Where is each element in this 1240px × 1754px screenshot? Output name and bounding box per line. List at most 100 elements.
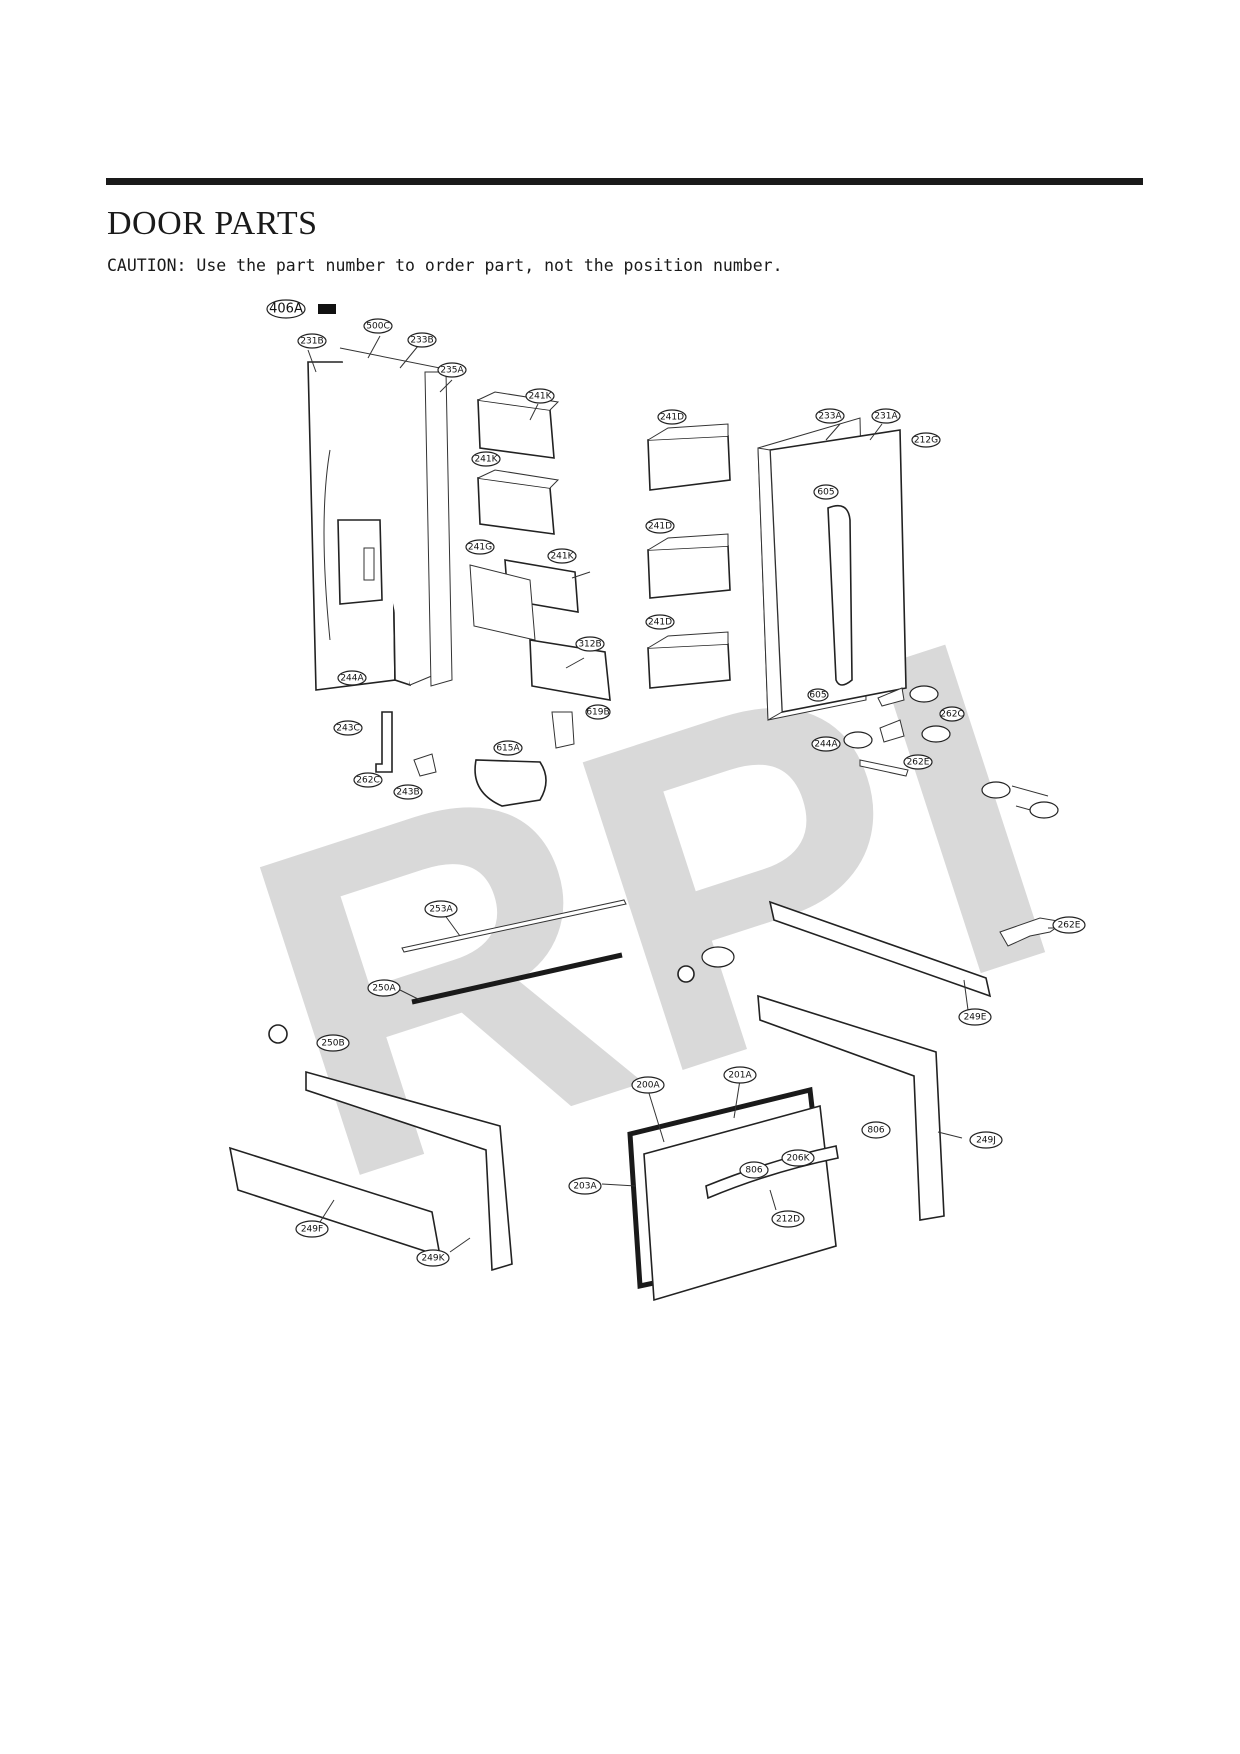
door-bins-left: [469, 391, 611, 701]
callout-241D-3: 241D: [645, 614, 675, 630]
callout-235A: 235A: [437, 362, 467, 378]
svg-text:605: 605: [809, 691, 826, 701]
svg-text:806: 806: [867, 1126, 884, 1136]
callout-249K: 249K: [416, 1249, 450, 1267]
drawer-rails: [401, 899, 1066, 1005]
callout-806-left: 806: [739, 1161, 769, 1179]
svg-text:200A: 200A: [636, 1081, 660, 1091]
callout-blank-4: [981, 781, 1011, 799]
svg-text:249E: 249E: [964, 1013, 987, 1023]
svg-text:406A: 406A: [269, 302, 303, 317]
callout-blank-2: [843, 731, 873, 749]
svg-text:249K: 249K: [421, 1254, 445, 1264]
svg-text:243C: 243C: [336, 724, 359, 734]
callout-250B: 250B: [316, 1034, 350, 1052]
svg-text:231B: 231B: [300, 337, 323, 347]
svg-text:250A: 250A: [372, 984, 396, 994]
svg-text:233A: 233A: [818, 412, 842, 422]
callout-243C: 243C: [333, 720, 363, 736]
svg-text:203A: 203A: [573, 1182, 597, 1192]
svg-text:806: 806: [745, 1166, 762, 1176]
callout-241D-1: 241D: [657, 409, 687, 425]
callout-203A: 203A: [568, 1177, 602, 1195]
callout-262C-left: 262C: [353, 772, 383, 788]
callout-blank-1: [909, 685, 939, 703]
callout-blank-5: [1029, 801, 1059, 819]
hinge-parts: [375, 687, 1053, 817]
svg-text:615A: 615A: [496, 744, 520, 754]
callout-619B: 619B: [585, 704, 611, 720]
svg-text:250B: 250B: [321, 1039, 344, 1049]
callout-806-right: 806: [861, 1121, 891, 1139]
callout-241K-3: 241K: [547, 548, 577, 564]
callout-262C-right: 262C: [939, 706, 965, 722]
svg-text:619B: 619B: [586, 708, 609, 718]
svg-text:262C: 262C: [356, 776, 379, 786]
svg-text:253A: 253A: [429, 905, 453, 915]
callout-262E: 262E: [1052, 916, 1086, 934]
callout-241G: 241G: [465, 539, 495, 555]
callout-241K-1: 241K: [525, 388, 555, 404]
callout-241K-2: 241K: [471, 451, 501, 467]
callout-212D: 212D: [771, 1210, 805, 1228]
caution-note: CAUTION: Use the part number to order pa…: [107, 256, 783, 275]
callout-244A-left: 244A: [337, 670, 367, 686]
callout-253A: 253A: [424, 900, 458, 918]
svg-text:231A: 231A: [874, 412, 898, 422]
callout-243B: 243B: [393, 784, 423, 800]
callout-231B: 231B: [297, 333, 327, 349]
callout-249E: 249E: [958, 1008, 992, 1026]
svg-text:262C: 262C: [940, 710, 963, 720]
right-door-assembly: [757, 417, 907, 721]
svg-text:312B: 312B: [578, 640, 601, 650]
callout-201A: 201A: [723, 1066, 757, 1084]
callout-212G: 212G: [911, 432, 941, 448]
svg-text:212G: 212G: [914, 436, 938, 446]
svg-text:212D: 212D: [776, 1215, 800, 1225]
callout-blank-3: [921, 725, 951, 743]
svg-text:241G: 241G: [468, 543, 492, 553]
svg-text:241D: 241D: [648, 618, 672, 628]
callout-244A-right: 244A: [811, 736, 841, 752]
callout-241D-2: 241D: [645, 518, 675, 534]
callout-312B: 312B: [575, 636, 605, 652]
svg-text:241D: 241D: [648, 522, 672, 532]
svg-text:249J: 249J: [976, 1136, 996, 1146]
callout-249F: 249F: [295, 1220, 329, 1238]
svg-text:241D: 241D: [660, 413, 684, 423]
svg-text:241K: 241K: [528, 392, 552, 402]
svg-text:262E: 262E: [907, 758, 930, 768]
svg-text:201A: 201A: [728, 1071, 752, 1081]
callout-500C: 500C: [363, 318, 393, 334]
callout-blank-6: [701, 946, 735, 968]
header-rule: [106, 178, 1143, 185]
svg-text:262E: 262E: [1058, 921, 1081, 931]
gears: [268, 965, 695, 1044]
callout-200A: 200A: [631, 1076, 665, 1094]
callout-262E-small: 262E: [903, 754, 933, 770]
leader-lines: [307, 335, 1062, 1253]
callout-250A: 250A: [367, 979, 401, 997]
svg-text:500C: 500C: [366, 322, 389, 332]
svg-text:249F: 249F: [301, 1225, 323, 1235]
callout-206K: 206K: [781, 1149, 815, 1167]
svg-text:244A: 244A: [814, 740, 838, 750]
left-door-assembly: [307, 347, 453, 691]
svg-text:233B: 233B: [410, 336, 433, 346]
door-bins-middle: [647, 423, 731, 689]
svg-text:241K: 241K: [550, 552, 574, 562]
svg-text:244A: 244A: [340, 674, 364, 684]
svg-text:235A: 235A: [440, 366, 464, 376]
svg-text:241K: 241K: [474, 455, 498, 465]
callout-406A: 406A: [266, 299, 336, 319]
svg-text:605: 605: [817, 488, 834, 498]
callout-231A: 231A: [871, 408, 901, 424]
callout-615A: 615A: [493, 740, 523, 756]
svg-text:206K: 206K: [786, 1154, 810, 1164]
callout-249J: 249J: [969, 1131, 1003, 1149]
callout-605-top: 605: [813, 484, 839, 500]
page-title: DOOR PARTS: [107, 205, 318, 242]
svg-text:243B: 243B: [396, 788, 419, 798]
callout-233A: 233A: [815, 408, 845, 424]
